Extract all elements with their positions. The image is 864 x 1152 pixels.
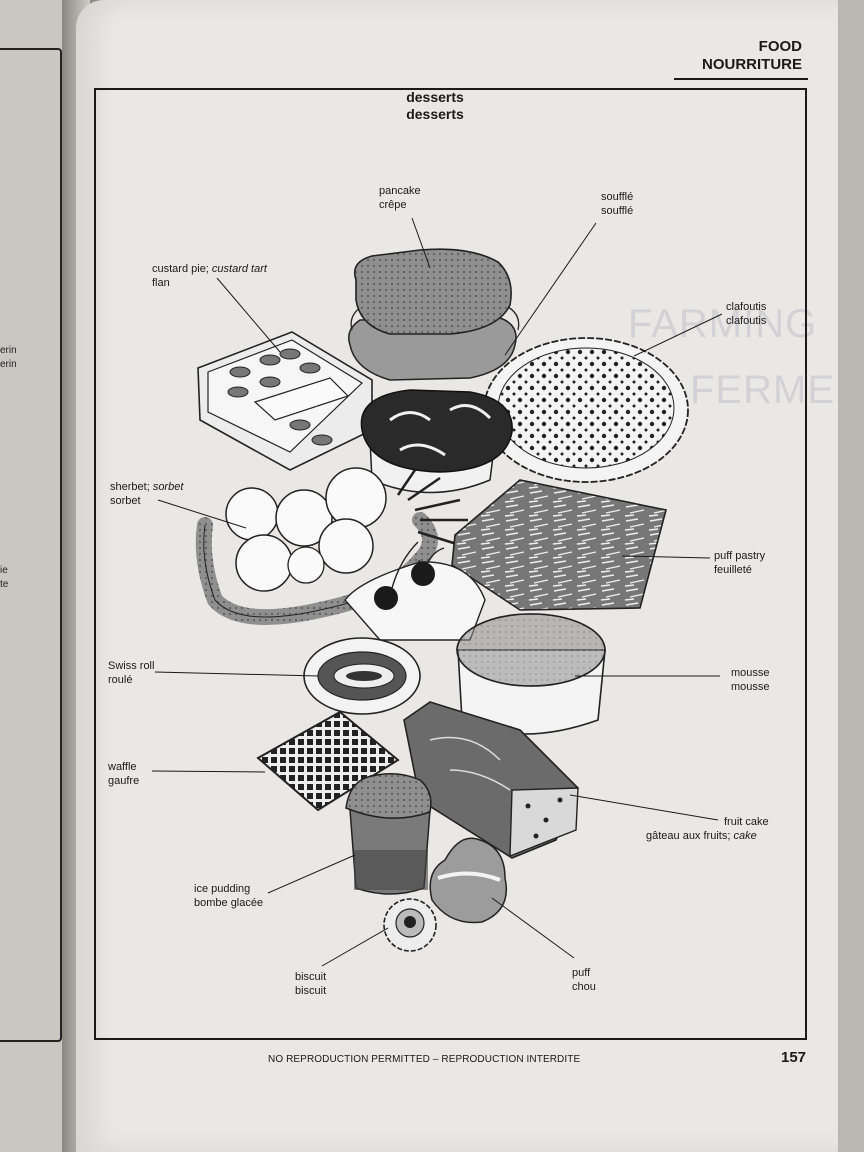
puff-drawing <box>429 837 507 924</box>
label-en: puff pastry <box>714 550 766 562</box>
label-en: pancake <box>379 185 421 197</box>
label-puff: puff chou <box>572 966 596 994</box>
label-fr: biscuit <box>295 985 327 997</box>
label-fr-alt: cake <box>733 830 757 842</box>
ice-pudding-drawing <box>345 773 432 895</box>
label-waffle: waffle gaufre <box>108 760 139 788</box>
label-fr: flan <box>152 277 170 289</box>
label-en-alt: custard tart <box>211 263 267 275</box>
left-page-frame <box>0 48 62 1042</box>
page-number: 157 <box>781 1049 807 1066</box>
label-en: Swiss roll <box>108 660 155 672</box>
label-swiss-roll: Swiss roll roulé <box>108 659 154 687</box>
pancake-drawing <box>348 248 520 381</box>
label-fr: gâteau aux fruits; <box>646 830 734 842</box>
waffle-drawing <box>256 710 400 812</box>
label-en: fruit cake <box>724 816 769 828</box>
label-en: clafoutis <box>726 301 767 313</box>
custard-pie-drawing <box>197 331 373 471</box>
label-biscuit: biscuit biscuit <box>295 970 326 998</box>
copyright-notice: NO REPRODUCTION PERMITTED – REPRODUCTION… <box>268 1054 581 1065</box>
page-right-edge <box>838 0 864 1152</box>
show-through-text: FARMING <box>628 302 818 346</box>
section-title-fr: desserts <box>406 106 464 122</box>
label-en: soufflé <box>601 191 634 203</box>
label-fr: bombe glacée <box>194 897 264 909</box>
label-fr: clafoutis <box>726 315 767 327</box>
label-en: custard pie; <box>152 263 212 275</box>
label-fr: feuilleté <box>714 564 752 576</box>
label-pancake: pancake crêpe <box>379 184 421 212</box>
section-title-en: desserts <box>406 89 464 105</box>
label-en: sherbet; <box>110 481 153 493</box>
header-rule <box>674 78 808 80</box>
souffle-drawing <box>360 389 513 494</box>
left-page-fragment: erin <box>0 359 17 370</box>
label-fr: soufflé <box>601 205 634 217</box>
sherbet-drawing <box>195 467 468 626</box>
label-custard-pie: custard pie; custard tart flan <box>152 262 267 290</box>
label-fr: gaufre <box>108 775 140 787</box>
label-fr: roulé <box>108 674 133 686</box>
label-fr: chou <box>572 981 596 993</box>
left-page-fragment: te <box>0 579 9 590</box>
label-fr: sorbet <box>110 495 141 507</box>
left-page-fragment: erin <box>0 345 17 356</box>
label-fruit-cake-fr: gâteau aux fruits; cake <box>646 829 757 843</box>
label-en-alt: sorbet <box>152 481 184 493</box>
biscuit-drawing <box>383 898 437 952</box>
label-fruit-cake: fruit cake <box>724 815 769 829</box>
label-sherbet: sherbet; sorbet sorbet <box>110 480 183 508</box>
label-souffle: soufflé soufflé <box>601 190 633 218</box>
label-ice-pudding: ice pudding bombe glacée <box>194 882 263 910</box>
puff-pastry-drawing <box>451 479 667 611</box>
left-page-edge: erin erin ie te <box>0 0 70 1152</box>
mousse-drawing <box>456 613 606 735</box>
label-mousse: mousse mousse <box>731 666 770 694</box>
swiss-roll-drawing <box>303 637 421 715</box>
label-fr: mousse <box>731 681 770 693</box>
label-en: biscuit <box>295 971 327 983</box>
label-en: mousse <box>731 667 770 679</box>
header-title-fr: NOURRITURE <box>702 56 802 73</box>
left-page-fragment: ie <box>0 565 8 576</box>
clafoutis-drawing <box>483 337 689 483</box>
illustration-frame <box>94 88 807 1040</box>
label-en: waffle <box>108 761 137 773</box>
header-title-en: FOOD <box>758 38 802 55</box>
meringue-drawing <box>344 541 486 641</box>
label-en: puff <box>572 967 591 979</box>
label-puff-pastry: puff pastry feuilleté <box>714 549 765 577</box>
show-through-text: FERME <box>690 368 835 412</box>
label-fr: crêpe <box>379 199 407 211</box>
fruit-cake-drawing <box>403 701 579 859</box>
label-en: ice pudding <box>194 883 251 895</box>
leader-lines <box>151 217 723 967</box>
label-clafoutis: clafoutis clafoutis <box>726 300 766 328</box>
